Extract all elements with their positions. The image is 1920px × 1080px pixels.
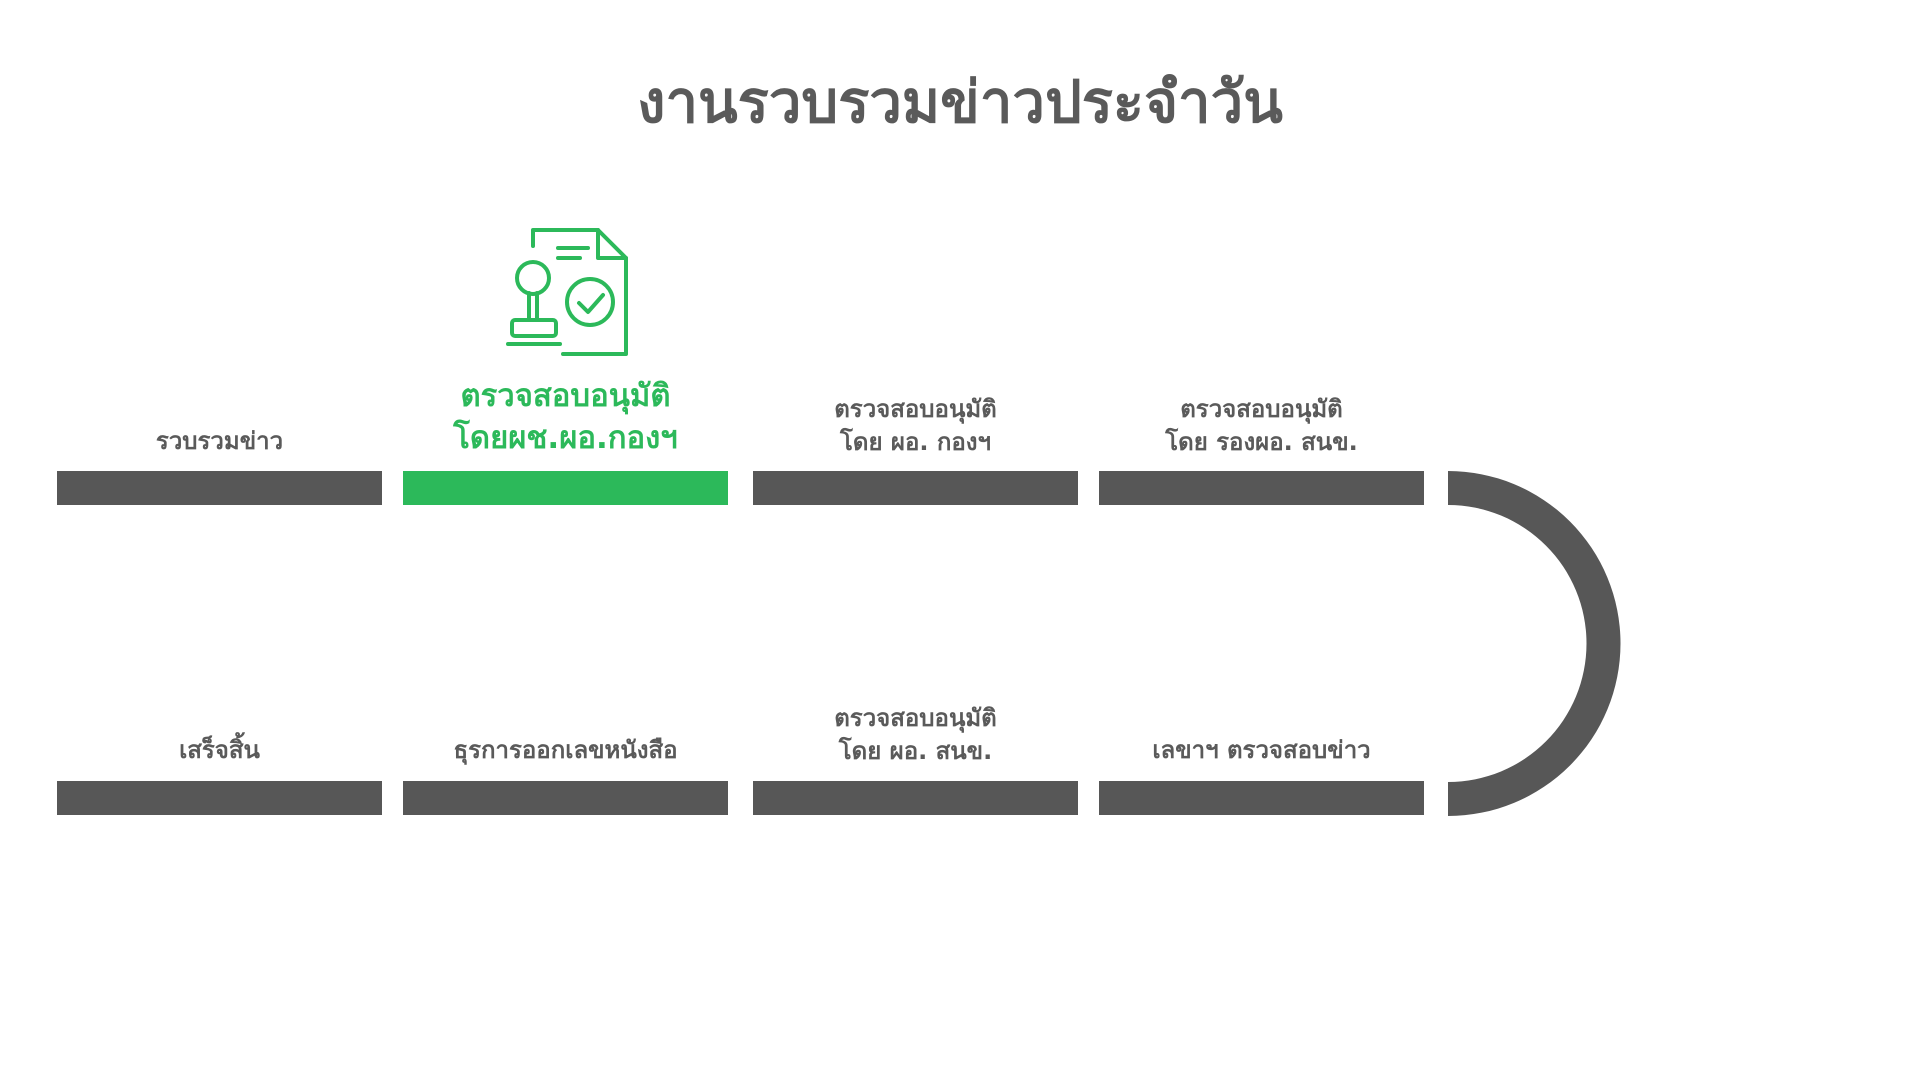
step-bar-review-office-director <box>753 781 1078 815</box>
step-bar-review-deputy-director <box>1099 471 1424 505</box>
u-turn-connector <box>1448 471 1621 816</box>
step-label-review-deputy-director: ตรวจสอบอนุมัติ โดย รองผอ. สนข. <box>1165 395 1358 456</box>
step-bar-review-assistant-director <box>403 471 728 505</box>
step-label-review-division-director: ตรวจสอบอนุมัติ โดย ผอ. กองฯ <box>834 395 997 456</box>
step-label-review-assistant-director: ตรวจสอบอนุมัติ โดยผช.ผอ.กองฯ <box>453 378 678 456</box>
step-label-review-office-director: ตรวจสอบอนุมัติ โดย ผอ. สนข. <box>834 704 997 765</box>
step-label-issue-document-number: ธุรการออกเลขหนังสือ <box>453 736 678 764</box>
step-bar-secretary-review <box>1099 781 1424 815</box>
step-label-collect-news: รวบรวมข่าว <box>155 427 284 455</box>
step-bar-issue-document-number <box>403 781 728 815</box>
step-bar-collect-news <box>57 471 382 505</box>
step-label-secretary-review: เลขาฯ ตรวจสอบข่าว <box>1152 736 1371 764</box>
step-bar-finished <box>57 781 382 815</box>
step-label-finished: เสร็จสิ้น <box>179 736 260 764</box>
page-title: งานรวบรวมข่าวประจำวัน <box>637 68 1283 136</box>
step-bar-review-division-director <box>753 471 1078 505</box>
document-stamp-approval-icon <box>506 228 628 356</box>
